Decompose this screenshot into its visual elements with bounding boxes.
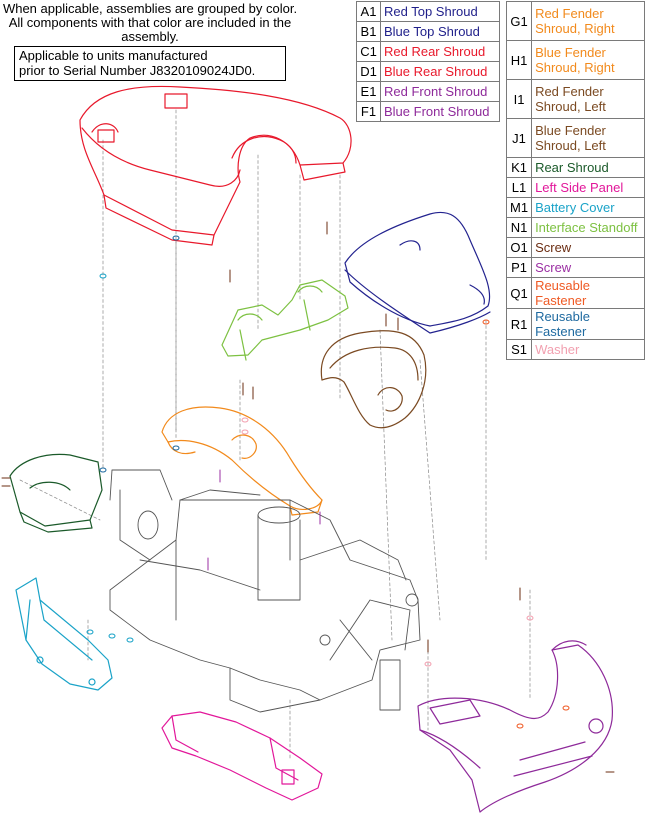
serial-note-line-1: Applicable to units manufactured — [19, 48, 208, 63]
legend-label: Reusable Fastener — [531, 308, 645, 340]
legend-code: K1 — [505, 157, 533, 178]
magenta-left-side-panel — [161, 711, 323, 801]
gray-chassis-frame — [109, 469, 421, 713]
legend-code: P1 — [505, 257, 533, 278]
legend-code: E1 — [356, 81, 381, 102]
legend-label-line: Shroud, Right — [535, 21, 615, 36]
legend-label-line: Red Fender — [535, 6, 604, 21]
legend-code: Q1 — [505, 277, 533, 309]
legend-code: G1 — [505, 1, 533, 41]
orange-fender-shroud — [161, 406, 323, 516]
serial-note-line-2: prior to Serial Number J8320109024JD0. — [19, 62, 256, 78]
legend-code: A1 — [356, 1, 381, 22]
alignment-lines — [19, 109, 531, 761]
legend-label: Rear Shroud — [531, 157, 645, 178]
legend-label: Battery Cover — [531, 197, 645, 218]
legend-label-line: Shroud, Right — [535, 60, 615, 75]
legend-code: H1 — [505, 40, 533, 80]
legend-label: Red Rear Shroud — [380, 41, 500, 62]
legend-code: R1 — [505, 308, 533, 340]
legend-code: J1 — [505, 118, 533, 158]
serial-number-note: Applicable to units manufactured prior t… — [14, 46, 286, 81]
legend-code: N1 — [505, 217, 533, 238]
legend-code: L1 — [505, 177, 533, 198]
legend-code: I1 — [505, 79, 533, 119]
legend-code: B1 — [356, 21, 381, 42]
legend-label-line: Blue Fender — [535, 45, 606, 60]
cyan-battery-cover — [15, 577, 113, 691]
purple-front-shroud — [417, 640, 613, 813]
legend-label: Blue Top Shroud — [380, 21, 500, 42]
legend-code: F1 — [356, 101, 381, 122]
legend-label-line: Shroud, Left — [535, 138, 606, 153]
legend-label: Red Top Shroud — [380, 1, 500, 22]
legend-code: O1 — [505, 237, 533, 258]
legend-label: Washer — [531, 339, 645, 360]
legend-label-line: Shroud, Left — [535, 99, 606, 114]
lime-interface-standoff — [221, 279, 349, 361]
legend-label: Screw — [531, 257, 645, 278]
green-rear-shroud — [9, 453, 103, 533]
legend-code: C1 — [356, 41, 381, 62]
legend-label: Blue Front Shroud — [380, 101, 500, 122]
legend-label: Blue Rear Shroud — [380, 61, 500, 82]
legend-code: S1 — [505, 339, 533, 360]
legend-label: Screw — [531, 237, 645, 258]
red-top-shroud — [79, 85, 352, 246]
legend-code: M1 — [505, 197, 533, 218]
legend-label-line: Blue Fender — [535, 123, 606, 138]
brown-fender-shroud — [320, 330, 427, 429]
legend-label: Red Front Shroud — [380, 81, 500, 102]
navy-top-shroud — [344, 211, 491, 334]
grouping-note: When applicable, assemblies are grouped … — [2, 1, 298, 44]
legend-label: Reusable Fastener — [531, 277, 645, 309]
legend-label: Left Side Panel — [531, 177, 645, 198]
legend-code: D1 — [356, 61, 381, 82]
legend-label-line: Red Fender — [535, 84, 604, 99]
legend-label: Interface Standoff — [531, 217, 645, 238]
